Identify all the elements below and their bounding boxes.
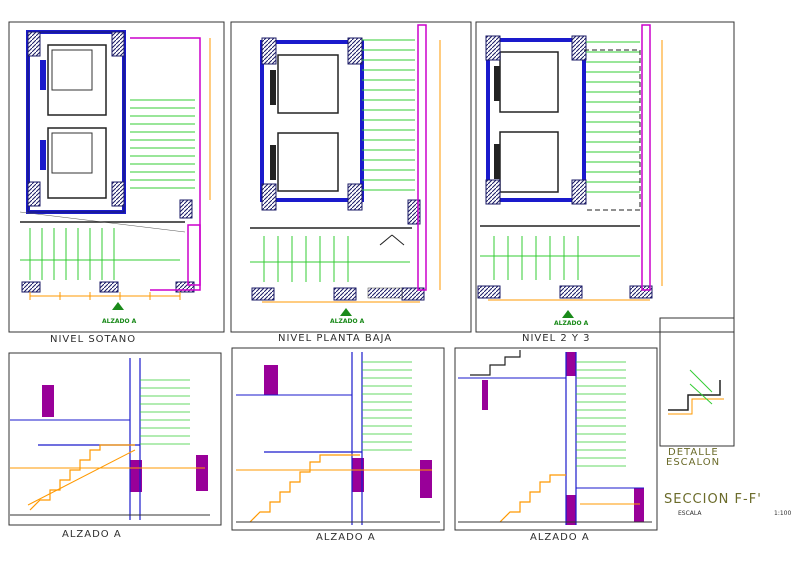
plan-sotano-elevation-tag: ALZADO A (102, 318, 137, 325)
detail-title-line2: ESCALON (666, 457, 721, 468)
plan-nivel-2-3-elevation-tag: ALZADO A (554, 320, 589, 327)
plan-planta-baja-title: NIVEL PLANTA BAJA (278, 333, 393, 344)
detail-escalon (659, 317, 735, 447)
plan-sotano-title: NIVEL SOTANO (50, 334, 137, 345)
plan-planta-baja (230, 21, 472, 333)
elevation-3-title: ALZADO A (530, 532, 590, 543)
plan-sotano (8, 21, 225, 333)
section-scale-label: ESCALA (678, 510, 702, 517)
plan-planta-baja-elevation-tag: ALZADO A (330, 318, 365, 325)
elevation-1 (8, 352, 222, 526)
plan-nivel-2-3 (475, 21, 735, 333)
elevation-1-title: ALZADO A (62, 529, 122, 540)
plan-nivel-2-3-title: NIVEL 2 Y 3 (522, 333, 591, 344)
elevation-2-title: ALZADO A (316, 532, 376, 543)
detail-title-line1: DETALLE (668, 447, 719, 458)
section-scale-value: 1:100 (774, 510, 792, 517)
elevation-2 (231, 347, 445, 531)
elevation-3 (454, 347, 658, 531)
section-title: SECCION F-F' (664, 492, 762, 507)
